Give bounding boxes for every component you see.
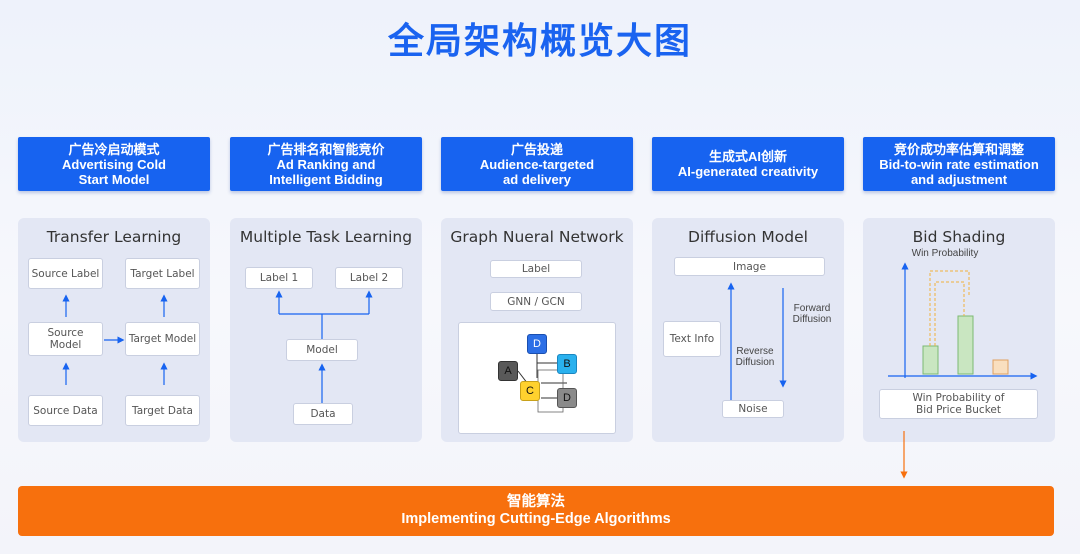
panel-title: Transfer Learning [46, 228, 182, 246]
target-label-box: Target Label [125, 258, 200, 289]
header-en-line2: ad delivery [503, 171, 571, 187]
panel-graph-neural-network: Graph Nueral Network Label GNN / GCN D B… [441, 218, 633, 442]
diffusion-arrows [727, 282, 787, 400]
source-model-box: Source Model [28, 322, 103, 356]
footer-algorithms-banner: 智能算法 Implementing Cutting-Edge Algorithm… [18, 486, 1054, 536]
panel-transfer-learning: Transfer Learning Source Label Target La… [18, 218, 210, 442]
bid-bucket-box: Win Probability of Bid Price Bucket [879, 389, 1038, 419]
header-ad-delivery: 广告投递 Audience-targeted ad delivery [441, 137, 633, 191]
label2-box: Label 2 [335, 267, 403, 289]
header-ad-ranking: 广告排名和智能竞价 Ad Ranking and Intelligent Bid… [230, 137, 422, 191]
header-en-line2: Intelligent Bidding [269, 171, 383, 187]
data-box: Data [293, 403, 353, 425]
header-zh: 广告排名和智能竞价 [267, 141, 385, 157]
target-model-box: Target Model [125, 322, 200, 356]
label-box: Label [490, 260, 582, 278]
forward-diffusion-label: Forward Diffusion [792, 303, 832, 325]
transfer-arrows [62, 294, 168, 385]
gnn-box: GNN / GCN [490, 292, 582, 311]
footer-zh: 智能算法 [507, 494, 565, 510]
header-ai-creativity: 生成式AI创新 AI-generated creativity [652, 137, 844, 191]
header-cold-start: 广告冷启动模式 Advertising Cold Start Model [18, 137, 210, 191]
reverse-diffusion-label: Reverse Diffusion [735, 346, 775, 368]
source-data-box: Source Data [28, 395, 103, 426]
graph-node-c: C [520, 381, 540, 401]
header-en-line2: Start Model [78, 171, 150, 187]
header-zh: 广告冷启动模式 [68, 141, 160, 157]
header-zh: 生成式AI创新 [708, 149, 787, 164]
page-title: 全局架构概览大图 [387, 21, 692, 62]
target-data-box: Target Data [125, 395, 200, 426]
panel-title: Bid Shading [912, 228, 1006, 246]
header-zh: 竞价成功率估算和调整 [893, 141, 1024, 157]
graph-node-d-top: D [527, 334, 547, 354]
panel-bid-shading: Bid Shading Win Probability Win Probabil… [863, 218, 1055, 442]
panel-diffusion-model: Diffusion Model Image Text Info Reverse … [652, 218, 844, 442]
text-info-box: Text Info [663, 321, 721, 357]
panel-title: Graph Nueral Network [450, 228, 624, 246]
header-en-line1: Bid-to-win rate estimation [879, 156, 1039, 172]
header-en-line1: Advertising Cold [61, 156, 166, 172]
panel-title: Diffusion Model [688, 228, 808, 246]
label1-box: Label 1 [245, 267, 313, 289]
header-en-line1: AI-generated creativity [677, 164, 819, 179]
model-box: Model [286, 339, 358, 361]
y-axis-label: Win Probability [911, 248, 979, 259]
multitask-arrows [275, 290, 373, 403]
panel-title: Multiple Task Learning [239, 228, 413, 246]
header-en-line2: and adjustment [910, 171, 1008, 187]
graph-node-a: A [498, 361, 518, 381]
header-en-line1: Ad Ranking and [276, 156, 376, 172]
footer-en: Implementing Cutting-Edge Algorithms [401, 511, 671, 527]
panel-multitask-learning: Multiple Task Learning Label 1 Label 2 M… [230, 218, 422, 442]
source-label-box: Source Label [28, 258, 103, 289]
graph-node-b: B [557, 354, 577, 374]
bid-chart [888, 262, 1038, 380]
image-box: Image [674, 257, 825, 276]
header-zh: 广告投递 [510, 141, 563, 157]
noise-box: Noise [722, 400, 784, 418]
header-en-line1: Audience-targeted [479, 156, 595, 172]
graph-node-d-bottom: D [557, 388, 577, 408]
header-bid-to-win: 竞价成功率估算和调整 Bid-to-win rate estimation an… [863, 137, 1055, 191]
graph-edges [517, 347, 569, 413]
